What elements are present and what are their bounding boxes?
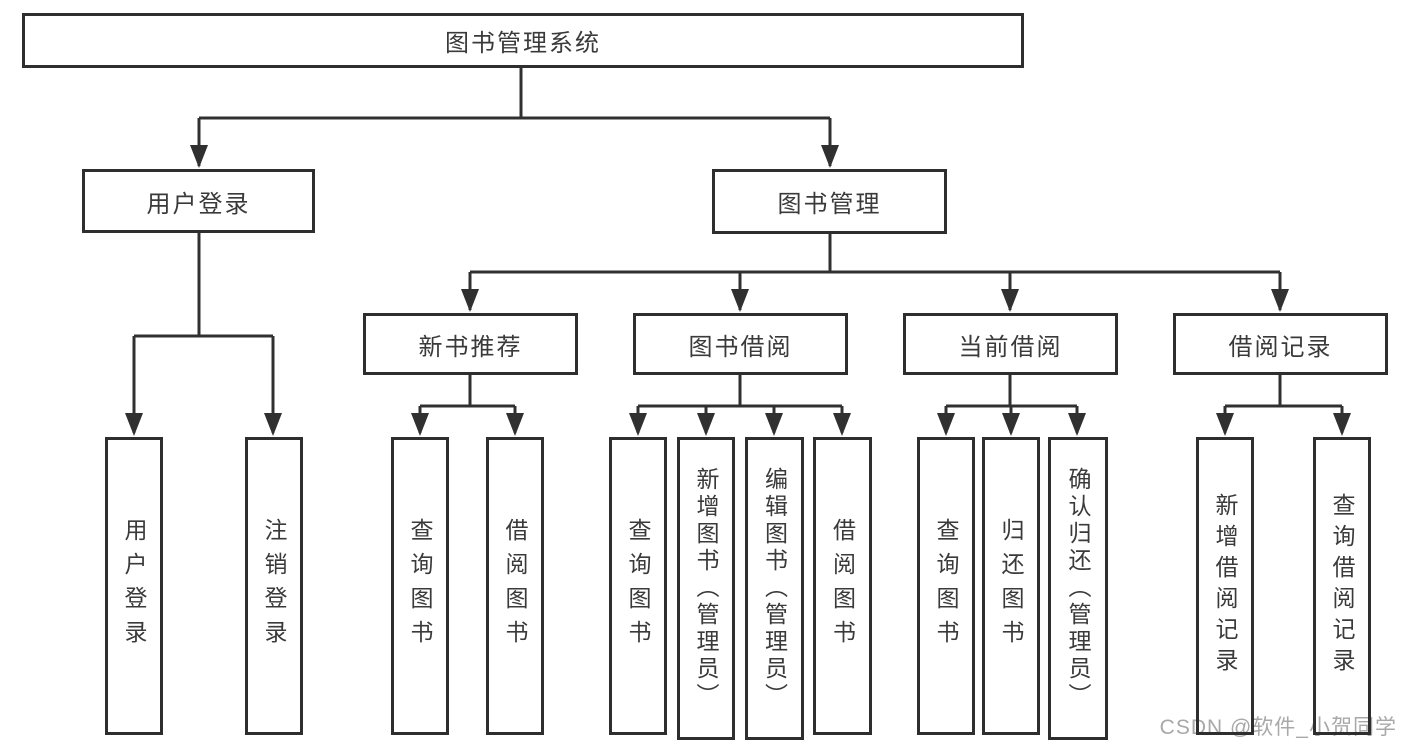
node-borrow-records: 借阅记录: [1173, 313, 1388, 375]
leaf-edit-book-admin: 编辑图书（管理员）: [745, 437, 804, 740]
leaf-confirm-return-admin: 确认归还（管理员）: [1048, 437, 1108, 740]
leaf-query-borrow-record: 查询借阅记录: [1313, 437, 1371, 735]
watermark: CSDN @软件_小贺同学: [1159, 716, 1397, 739]
node-book-management: 图书管理: [712, 169, 947, 234]
leaf-return-book: 归还图书: [982, 437, 1040, 735]
leaf-query-books-borrowing: 查询图书: [609, 437, 667, 735]
node-root: 图书管理系统: [22, 13, 1024, 68]
node-current-borrowing: 当前借阅: [903, 313, 1118, 375]
leaf-borrow-books: 借阅图书: [813, 437, 872, 735]
leaf-user-login: 用户登录: [105, 437, 163, 735]
leaf-query-books-current: 查询图书: [917, 437, 975, 735]
leaf-logout: 注销登录: [245, 437, 303, 735]
node-user-login: 用户登录: [82, 169, 315, 233]
node-book-borrowing: 图书借阅: [633, 313, 848, 375]
leaf-add-borrow-record: 新增借阅记录: [1196, 437, 1254, 735]
leaf-borrow-books-recommend: 借阅图书: [486, 437, 544, 735]
node-new-book-recommend: 新书推荐: [363, 313, 578, 375]
leaf-query-books-recommend: 查询图书: [391, 437, 449, 735]
leaf-add-book-admin: 新增图书（管理员）: [677, 437, 735, 740]
